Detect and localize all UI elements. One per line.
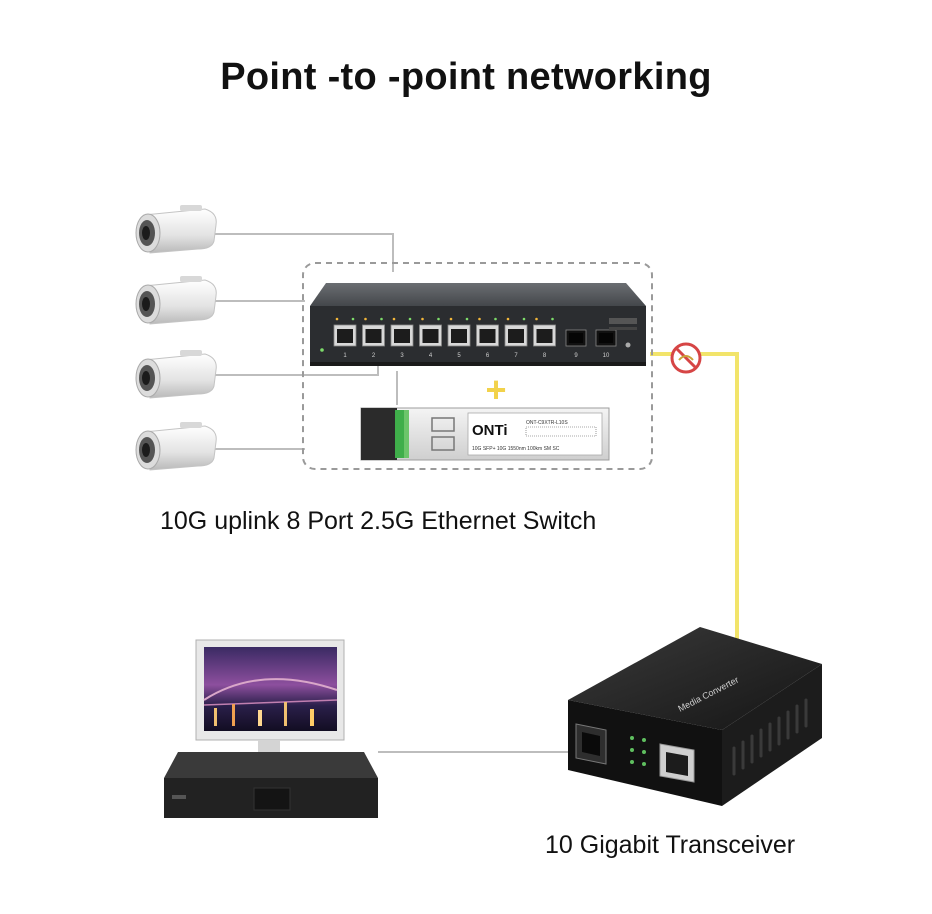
reset-button [625, 342, 631, 348]
sfp-brand: ONTi [472, 422, 508, 439]
switch-kit-box [302, 262, 653, 470]
pc-case-top [164, 752, 378, 778]
ethernet-switch: 1 2 3 4 5 6 7 8 9 10 [310, 283, 646, 366]
switch-rj45-ports: 1 2 3 4 5 6 7 8 [333, 317, 556, 359]
plus-sign: + [485, 369, 506, 410]
computer [164, 639, 378, 818]
fiber-link [650, 352, 739, 640]
ip-camera-4 [135, 422, 217, 471]
ip-cameras [135, 205, 217, 471]
switch-bottom-edge [310, 362, 646, 366]
media-converter: Media Converter [568, 627, 822, 806]
transceiver-caption: 10 Gigabit Transceiver [545, 831, 796, 859]
rj45-port-8: 8 [533, 317, 556, 359]
sfp-port-10: 10 [595, 329, 617, 359]
port-label: 7 [514, 353, 518, 359]
rj45-port-2: 2 [362, 317, 385, 359]
port-label: 10 [603, 353, 610, 359]
port-label: 4 [429, 353, 433, 359]
converter-side [722, 664, 822, 806]
switch-info-label-2 [609, 327, 637, 330]
port-label: 1 [343, 353, 347, 359]
rj45-port-5: 5 [447, 317, 471, 359]
sfp-label [467, 412, 603, 456]
ip-camera-1 [135, 205, 217, 254]
port-label: 8 [543, 353, 547, 359]
ip-camera-2 [135, 276, 217, 325]
camera-1-link [215, 233, 394, 272]
page-title: Point -to -point networking [220, 56, 712, 98]
sfp-model: ONT-C9XTR-L10S [526, 420, 568, 426]
no-sign-icon [670, 342, 702, 374]
pc-case-panel [253, 787, 291, 811]
sfp-window-1 [431, 417, 455, 432]
rj45-port-4: 4 [419, 317, 442, 359]
port-label: 5 [457, 353, 461, 359]
switch-info-label [609, 318, 637, 324]
sfp-latch [395, 410, 404, 458]
converter-vents [732, 698, 808, 776]
sfp-port-9: 9 [565, 329, 587, 359]
port-label: 6 [486, 353, 490, 359]
port-label: 9 [574, 353, 578, 359]
sfp-barcode [525, 426, 597, 437]
port-label: 2 [372, 353, 376, 359]
switch-sfp-ports: 9 10 [565, 329, 617, 359]
port-label: 3 [400, 353, 404, 359]
switch-top [310, 283, 646, 306]
sfp-window-2 [431, 436, 455, 451]
rj45-port-1: 1 [333, 317, 357, 359]
sfp-connector-end [361, 408, 397, 460]
rj45-port-3: 3 [390, 317, 414, 359]
converter-top [568, 627, 822, 730]
switch-caption: 10G uplink 8 Port 2.5G Ethernet Switch [160, 507, 597, 535]
sfp-spec: 10G SFP+ 10G 1550nm 100km SM SC [472, 446, 560, 452]
sfp-latch-2 [404, 410, 409, 458]
rj45-port-7: 7 [504, 317, 528, 359]
sfp-module: ONTi ONT-C9XTR-L10S 10G SFP+ 10G 1550nm … [360, 407, 610, 461]
rj45-port-6: 6 [476, 317, 499, 359]
power-led [320, 348, 324, 352]
ip-camera-3 [135, 350, 217, 399]
screen-bridge [203, 678, 338, 701]
